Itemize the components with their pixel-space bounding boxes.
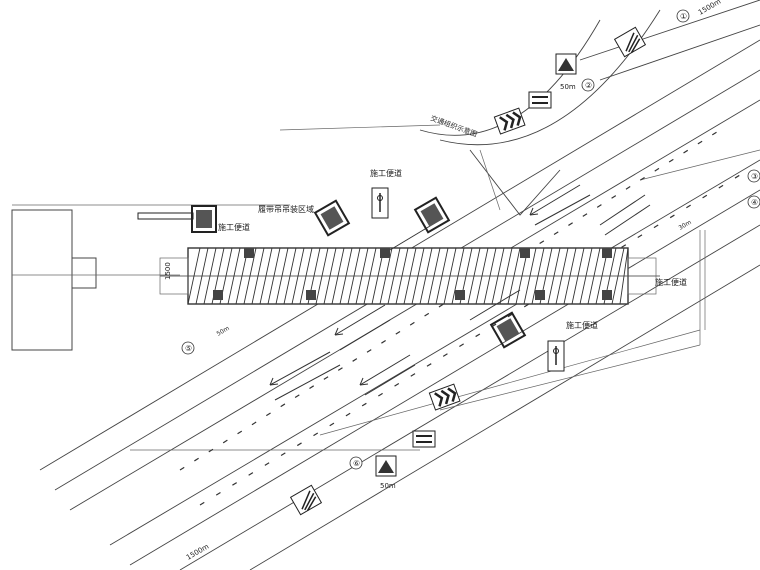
node-2: ②: [585, 81, 592, 90]
north-arrow-sign: [371, 187, 565, 372]
node-6: ⑥: [353, 459, 360, 468]
node-1: ①: [680, 12, 687, 21]
node-3: ③: [751, 172, 758, 181]
label-construction-west: 施工便道: [218, 222, 250, 232]
crane-icon: [137, 196, 527, 349]
bridge-beam: [159, 247, 660, 305]
label-dim-1500-bottom: 1500m: [185, 542, 210, 561]
label-sign-50m-bottom: 50m: [380, 482, 396, 490]
label-sign-50m-top: 50m: [560, 83, 576, 91]
left-building: [11, 204, 290, 351]
node-markers: [181, 9, 760, 470]
label-dim-50: 50m: [216, 325, 231, 338]
dim-vertical-label: 1500: [164, 262, 172, 280]
label-dim-30: 30m: [678, 219, 693, 232]
node-5: ⑤: [185, 344, 192, 353]
node-4: ④: [751, 198, 758, 207]
traffic-arrows: [269, 184, 651, 401]
label-lifting-zone: 履带吊吊装区域: [258, 204, 314, 214]
label-construction-south: 施工便道: [566, 320, 598, 330]
label-construction-north: 施工便道: [370, 168, 402, 178]
roadwork-sign: [289, 26, 647, 516]
label-construction-east: 施工便道: [655, 277, 687, 287]
warning-triangle-sign: [375, 53, 577, 477]
chevron-sign: [428, 107, 526, 411]
